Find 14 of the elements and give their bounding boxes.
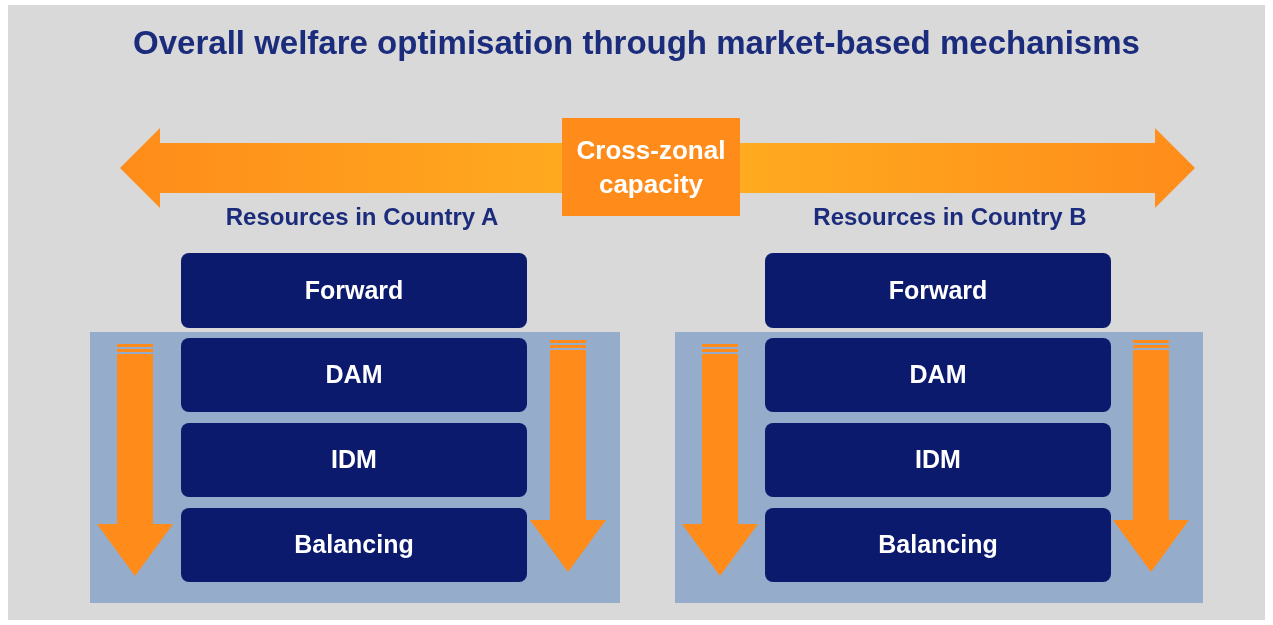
market-box: Balancing [765,508,1111,582]
title: Overall welfare optimisation through market-based mechanisms [132,23,1141,63]
country-heading: Resources in Country B [813,202,1087,232]
market-box: IDM [181,423,527,497]
country-heading: Resources in Country A [225,202,499,232]
capacity-box: Cross-zonal capacity [562,118,740,216]
market-box: DAM [765,338,1111,412]
market-box: Balancing [181,508,527,582]
market-box: Forward [765,253,1111,328]
market-panel [90,332,620,603]
market-box: IDM [765,423,1111,497]
market-panel [675,332,1203,603]
market-box: Forward [181,253,527,328]
market-box: DAM [181,338,527,412]
